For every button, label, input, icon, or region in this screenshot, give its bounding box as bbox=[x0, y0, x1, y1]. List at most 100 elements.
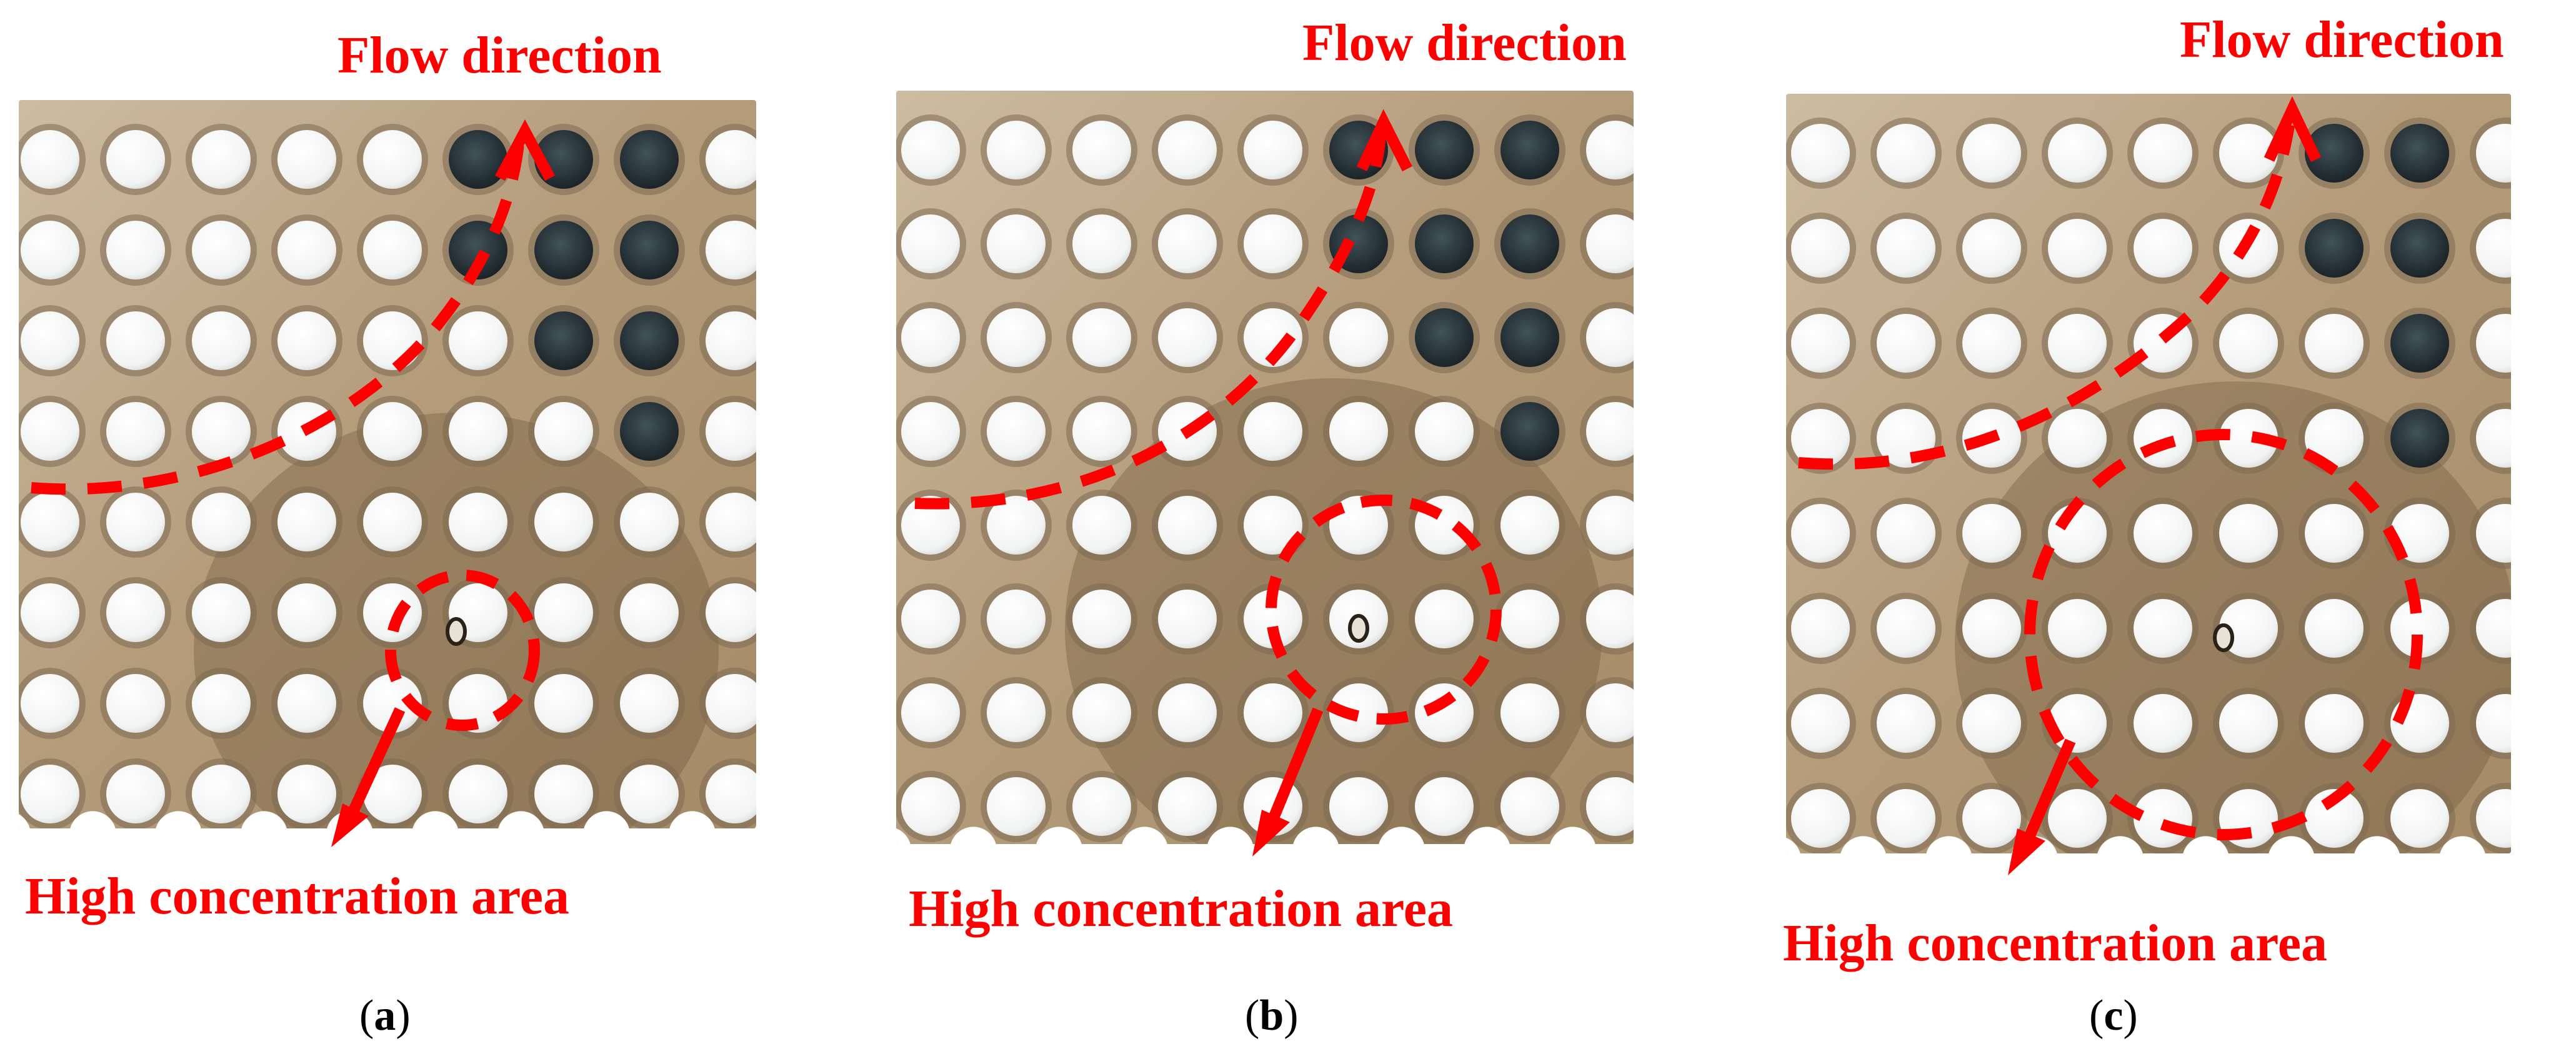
hole-dark bbox=[534, 221, 593, 279]
hole-open bbox=[449, 311, 507, 370]
plate-edge-notch bbox=[1464, 827, 1510, 844]
hole-open bbox=[21, 493, 79, 551]
plate-edge-notch bbox=[1379, 827, 1424, 844]
plate-edge-notch bbox=[896, 828, 911, 844]
hole-open bbox=[2219, 504, 2278, 563]
hole-open bbox=[1586, 777, 1634, 836]
hole-open bbox=[2048, 314, 2107, 373]
hole-open bbox=[1244, 308, 1302, 367]
hole-open bbox=[1158, 121, 1217, 179]
hole-dark bbox=[2305, 219, 2364, 278]
plate-edge-notch bbox=[19, 814, 30, 828]
hole-open bbox=[1415, 402, 1474, 461]
hole-open bbox=[1072, 214, 1131, 273]
hole-open bbox=[106, 583, 165, 642]
hole-open bbox=[706, 130, 756, 189]
hole-open bbox=[1877, 694, 1935, 753]
plate-edge-notch bbox=[70, 811, 116, 828]
hole-open bbox=[987, 590, 1046, 648]
hole-open bbox=[706, 674, 756, 733]
hole-open bbox=[1962, 314, 2021, 373]
hole-dark bbox=[1500, 402, 1559, 461]
hole-open bbox=[1158, 683, 1217, 742]
hole-open bbox=[620, 674, 679, 733]
hole-dark bbox=[1329, 121, 1388, 179]
hole-dark bbox=[534, 130, 593, 189]
hole-open bbox=[192, 583, 251, 642]
hole-open bbox=[1244, 683, 1302, 742]
high-concentration-label: High concentration area bbox=[25, 867, 570, 925]
hole-open bbox=[1072, 121, 1131, 179]
hole-open bbox=[2134, 789, 2192, 848]
hole-open bbox=[2219, 789, 2278, 848]
hole-open bbox=[620, 493, 679, 551]
hole-open bbox=[192, 221, 251, 279]
hole-dark bbox=[1500, 214, 1559, 273]
hole-open bbox=[2048, 599, 2107, 658]
hole-open bbox=[1877, 789, 1935, 848]
hole-open bbox=[1072, 590, 1131, 648]
hole-open bbox=[987, 214, 1046, 273]
plate-edge-notch bbox=[1036, 827, 1082, 844]
hole-open bbox=[21, 583, 79, 642]
perforated-plate-image bbox=[1786, 94, 2511, 853]
plate-edge-notch bbox=[2269, 836, 2314, 853]
hole-open bbox=[1500, 590, 1559, 648]
hole-open bbox=[1072, 496, 1131, 555]
hole-open bbox=[1962, 219, 2021, 278]
hole-open bbox=[106, 221, 165, 279]
hole-open bbox=[1415, 683, 1474, 742]
hole-open bbox=[1329, 402, 1388, 461]
hole-open bbox=[1158, 590, 1217, 648]
high-concentration-label: High concentration area bbox=[909, 880, 1454, 938]
perforated-plate-image bbox=[896, 91, 1634, 844]
perforated-plate-photo bbox=[896, 91, 1634, 844]
plate-edge-notch bbox=[1122, 827, 1167, 844]
plate-edge-notch bbox=[2183, 836, 2229, 853]
hole-dark bbox=[2390, 219, 2449, 278]
hole-open bbox=[2048, 789, 2107, 848]
hole-open bbox=[1329, 777, 1388, 836]
panel-caption: (c) bbox=[2089, 992, 2138, 1040]
hole-open bbox=[1586, 121, 1634, 179]
hole-open bbox=[2305, 409, 2364, 468]
hole-open bbox=[192, 130, 251, 189]
hole-open bbox=[1244, 402, 1302, 461]
hole-open bbox=[620, 583, 679, 642]
high-concentration-label: High concentration area bbox=[1783, 914, 2328, 972]
hole-open bbox=[2390, 694, 2449, 753]
panel-caption: (a) bbox=[359, 992, 411, 1040]
hole-open bbox=[901, 308, 960, 367]
hole-open bbox=[2134, 314, 2192, 373]
hole-open bbox=[1586, 496, 1634, 555]
hole-dark bbox=[1415, 121, 1474, 179]
hole-open bbox=[1791, 124, 1850, 183]
hole-open bbox=[2134, 504, 2192, 563]
hole-open bbox=[2048, 219, 2107, 278]
hole-open bbox=[2305, 599, 2364, 658]
hole-open bbox=[987, 683, 1046, 742]
hole-open bbox=[901, 121, 960, 179]
hole-dark bbox=[1329, 214, 1388, 273]
hole-open bbox=[2134, 599, 2192, 658]
hole-open bbox=[1244, 214, 1302, 273]
hole-open bbox=[192, 311, 251, 370]
hole-open bbox=[1877, 409, 1935, 468]
hole-open bbox=[1586, 590, 1634, 648]
hole-open bbox=[1586, 402, 1634, 461]
plate-edge-notch bbox=[669, 811, 715, 828]
plate-edge-notch bbox=[1550, 827, 1595, 844]
hole-open bbox=[277, 765, 336, 823]
hole-open bbox=[2476, 124, 2511, 183]
hole-open bbox=[2048, 504, 2107, 563]
hole-open bbox=[706, 493, 756, 551]
hole-open bbox=[706, 765, 756, 823]
hole-open bbox=[1415, 496, 1474, 555]
hole-dark bbox=[1415, 308, 1474, 367]
hole-open bbox=[1072, 308, 1131, 367]
hole-open bbox=[1500, 777, 1559, 836]
hole-open bbox=[1244, 121, 1302, 179]
hole-dark bbox=[1500, 308, 1559, 367]
hole-open bbox=[277, 130, 336, 189]
hole-open bbox=[1158, 308, 1217, 367]
